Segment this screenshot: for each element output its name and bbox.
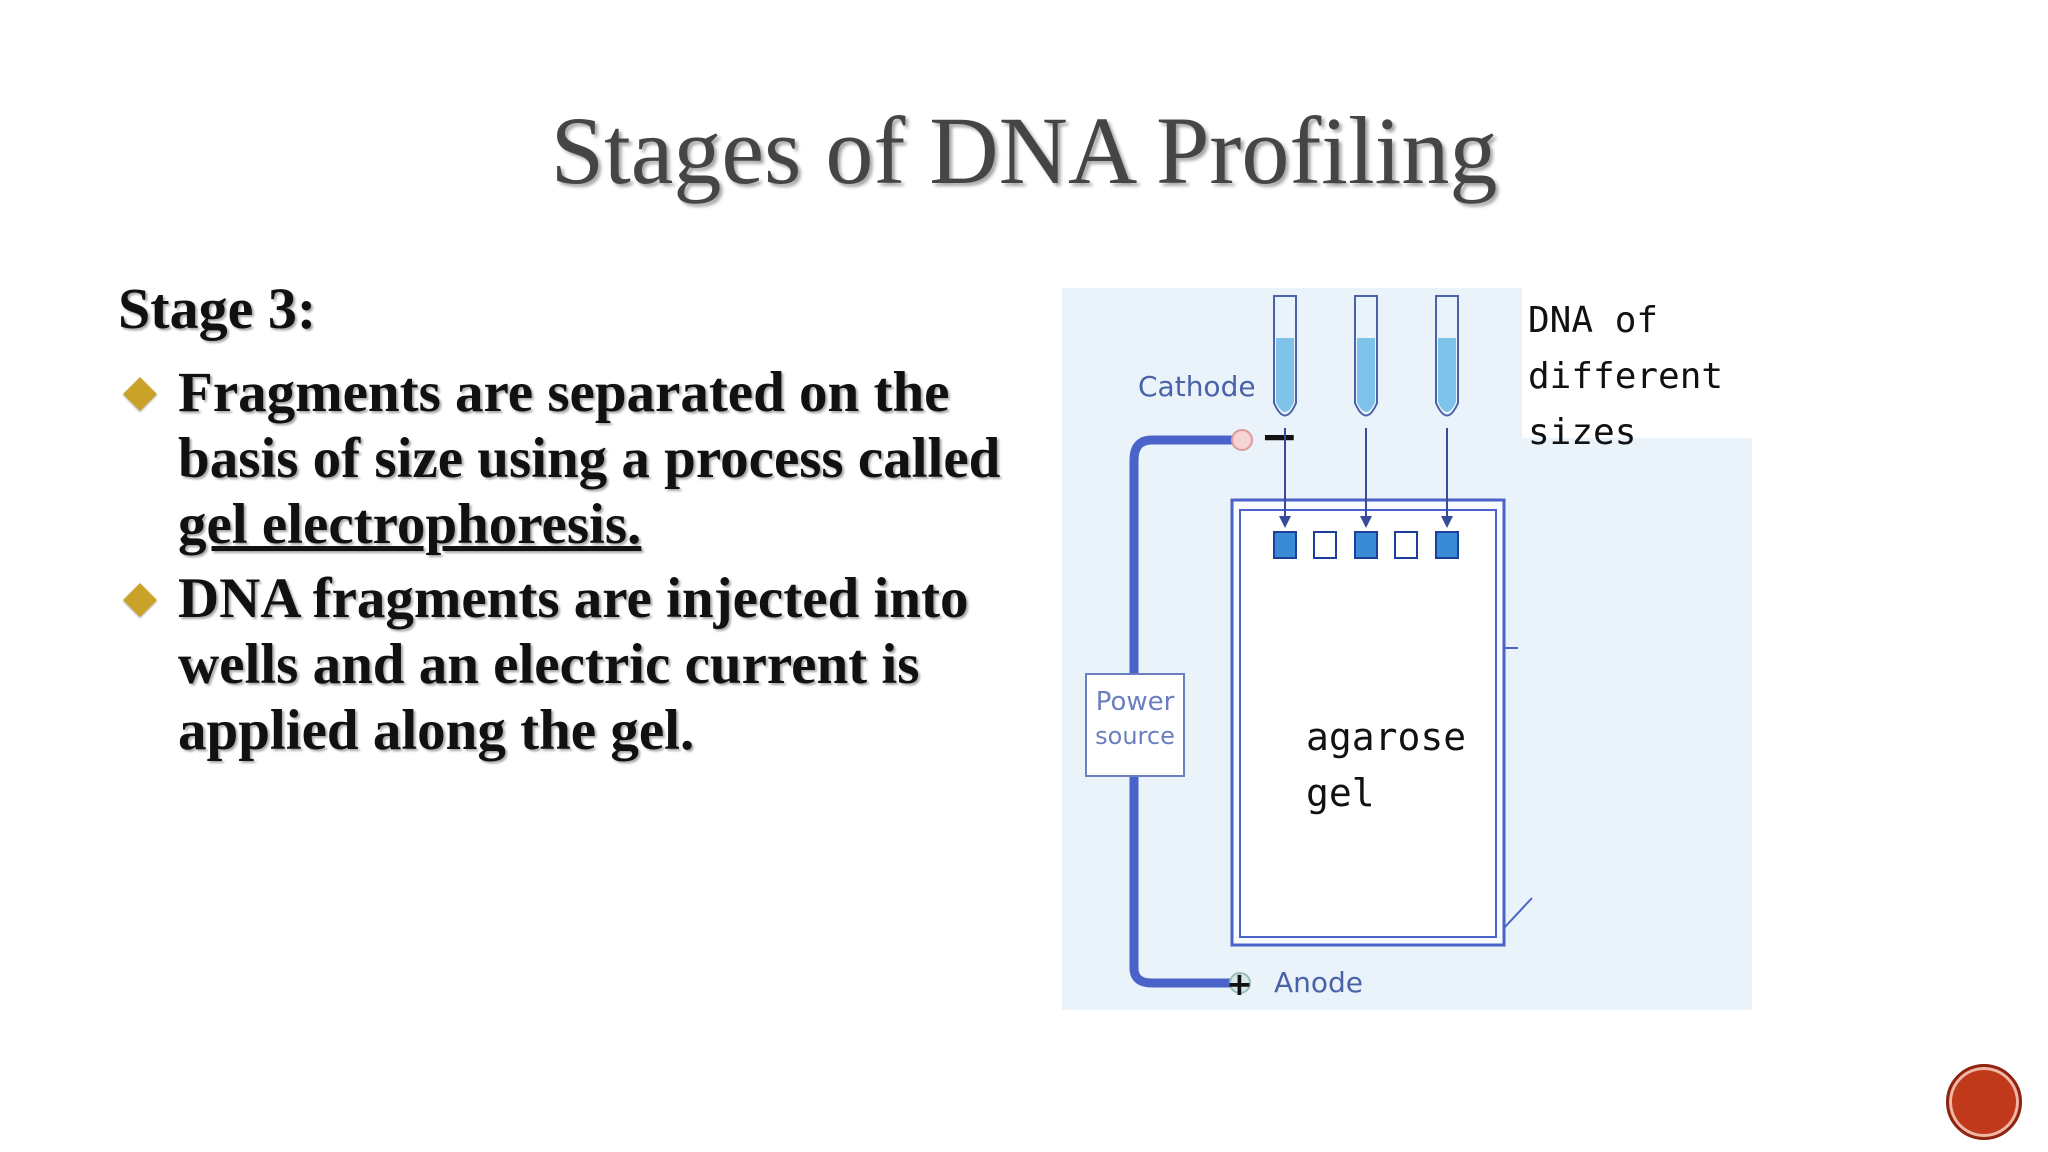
slide-content: Stage 3: Fragments are separated on the … — [118, 275, 1018, 772]
agarose-gel — [1239, 509, 1497, 938]
slide-title: Stages of DNA Profiling — [550, 97, 1498, 204]
gel-well-1 — [1273, 531, 1297, 559]
power-source-box — [1085, 673, 1185, 777]
agarose-label-1: agarose — [1306, 715, 1466, 759]
dna-label-1: DNA of — [1528, 300, 1658, 341]
plus-sign: + — [1226, 965, 1253, 1003]
test-tube-3 — [1435, 295, 1459, 528]
cathode-label: Cathode — [1138, 370, 1256, 403]
gel-well-empty — [1394, 531, 1418, 559]
diamond-bullet-icon — [123, 583, 157, 617]
gel-well-empty — [1313, 531, 1337, 559]
power-source-label-1: Power — [1096, 687, 1175, 717]
gel-electrophoresis-diagram: Power source Cathode − + Anode — [1062, 288, 1752, 1010]
gel-well-2 — [1354, 531, 1378, 559]
anode-label: Anode — [1274, 966, 1363, 999]
stage-label: Stage 3: — [118, 276, 317, 341]
dna-label-3: sizes — [1528, 412, 1636, 453]
bullet-2-text: DNA fragments are injected into wells an… — [178, 567, 969, 762]
bullet-1-underlined: gel electrophoresis. — [178, 493, 642, 556]
agarose-label-2: gel — [1306, 771, 1375, 815]
gel-edge-line — [1503, 897, 1533, 929]
dna-label-2: different — [1528, 356, 1723, 397]
test-tube-2 — [1354, 295, 1378, 528]
dna-label-box — [1522, 288, 1752, 438]
slide-nav-button[interactable] — [1946, 1064, 2022, 1140]
gel-well-3 — [1435, 531, 1459, 559]
power-source-label-2: source — [1095, 722, 1175, 750]
minus-sign: − — [1260, 409, 1299, 463]
bullet-item-2: DNA fragments are injected into wells an… — [118, 566, 1018, 764]
bullet-item-1: Fragments are separated on the basis of … — [118, 360, 1018, 558]
gel-electrophoresis-figure: Power source Cathode − + Anode — [1062, 288, 1752, 1010]
cathode-terminal — [1231, 429, 1253, 451]
bullet-1-text: Fragments are separated on the basis of … — [178, 361, 1001, 490]
anode-terminal — [1229, 972, 1251, 994]
diamond-bullet-icon — [123, 377, 157, 411]
test-tube-1 — [1273, 295, 1297, 528]
